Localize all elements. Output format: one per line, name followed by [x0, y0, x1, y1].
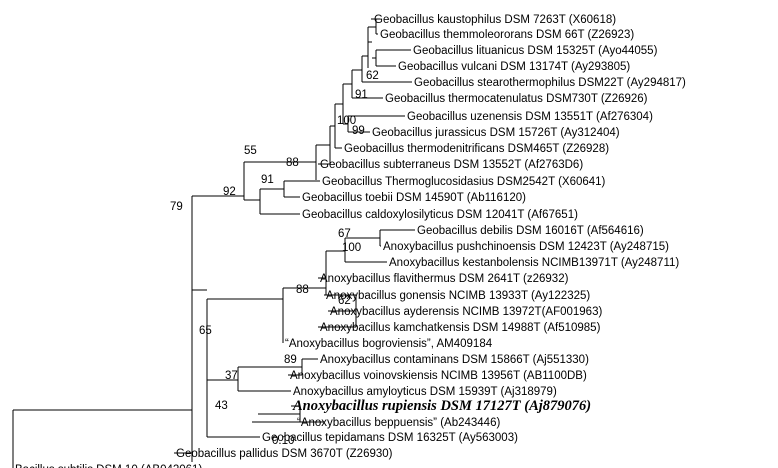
leaf-label: Anoxybacillus ayderensis NCIMB 13972T(AF…	[330, 306, 602, 318]
leaf-label: Geobacillus pallidus DSM 3670T (Z26930)	[176, 448, 393, 460]
leaf-label: “Anoxybacillus bogroviensis”, AM409184	[285, 338, 493, 350]
leaf-label: Geobacillus tepidamans DSM 16325T (Ay563…	[262, 432, 518, 444]
tree-branches	[12, 18, 415, 468]
scale-bar: 0.10	[252, 421, 325, 447]
bootstrap-value: 100	[342, 242, 361, 254]
leaf-label: Geobacillus toebii DSM 14590T (Ab116120)	[302, 192, 526, 204]
scale-bar-label: 0.10	[272, 435, 294, 447]
leaf-label: Geobacillus caldoxylosilyticus DSM 12041…	[302, 209, 578, 221]
leaf-label: Geobacillus debilis DSM 16016T (Af564616…	[417, 225, 644, 237]
bootstrap-value: 88	[286, 157, 299, 169]
bootstrap-value: 99	[352, 125, 365, 137]
leaf-label: Geobacillus thermodenitrificans DSM465T …	[344, 143, 609, 155]
leaf-label: Anoxybacillus amyloyticus DSM 15939T (Aj…	[293, 386, 557, 398]
leaf-label: Geobacillus lituanicus DSM 15325T (Ayo44…	[413, 45, 658, 57]
leaf-label: Geobacillus uzenensis DSM 13551T (Af2763…	[407, 111, 653, 123]
leaf-label: Bacillus subtilis DSM 10 (AB042061)	[15, 464, 202, 468]
leaf-label: Geobacillus stearothermophilus DSM22T (A…	[414, 77, 686, 89]
leaf-label: Anoxybacillus rupiensis DSM 17127T (Aj87…	[292, 398, 591, 414]
bootstrap-value: 91	[355, 89, 368, 101]
bootstrap-value: 67	[338, 228, 351, 240]
bootstrap-value: 37	[225, 370, 238, 382]
bootstrap-value: 79	[170, 201, 183, 213]
leaf-label: Geobacillus subterraneus DSM 13552T (Af2…	[320, 159, 583, 171]
leaf-label: Anoxybacillus voinovskiensis NCIMB 13956…	[290, 370, 587, 382]
bootstrap-value: 62	[366, 70, 379, 82]
bootstrap-value: 62	[338, 295, 351, 307]
leaf-labels: Geobacillus kaustophilus DSM 7263T (X606…	[15, 14, 686, 468]
leaf-label: Anoxybacillus flavithermus DSM 2641T (z2…	[320, 273, 569, 285]
bootstrap-value: 92	[223, 186, 236, 198]
leaf-label: Anoxybacillus gonensis NCIMB 13933T (Ay1…	[326, 290, 590, 302]
leaf-label: Anoxybacillus kestanbolensis NCIMB13971T…	[389, 257, 679, 269]
bootstrap-value: 100	[337, 115, 356, 127]
leaf-label: Anoxybacillus pushchinoensis DSM 12423T …	[383, 241, 669, 253]
leaf-label: Geobacillus kaustophilus DSM 7263T (X606…	[374, 14, 616, 26]
leaf-label: Geobacillus jurassicus DSM 15726T (Ay312…	[372, 127, 620, 139]
bootstrap-value: 55	[244, 145, 257, 157]
bootstrap-value: 91	[261, 174, 274, 186]
leaf-label: Geobacillus vulcani DSM 13174T (Ay293805…	[398, 61, 630, 73]
bootstrap-value: 89	[284, 354, 297, 366]
leaf-label: Geobacillus Thermoglucosidasius DSM2542T…	[322, 176, 606, 188]
bootstrap-value: 43	[215, 400, 228, 412]
leaf-label: Geobacillus thermocatenulatus DSM730T (Z…	[385, 93, 648, 105]
bootstrap-value: 88	[296, 284, 309, 296]
leaf-label: Anoxybacillus contaminans DSM 15866T (Aj…	[320, 354, 589, 366]
leaf-label: Geobacillus themmoleororans DSM 66T (Z26…	[380, 29, 634, 41]
leaf-label: “Anoxybacillus beppuensis” (Ab243446)	[297, 417, 500, 429]
bootstrap-value: 65	[199, 325, 212, 337]
leaf-label: Anoxybacillus kamchatkensis DSM 14988T (…	[320, 322, 601, 334]
